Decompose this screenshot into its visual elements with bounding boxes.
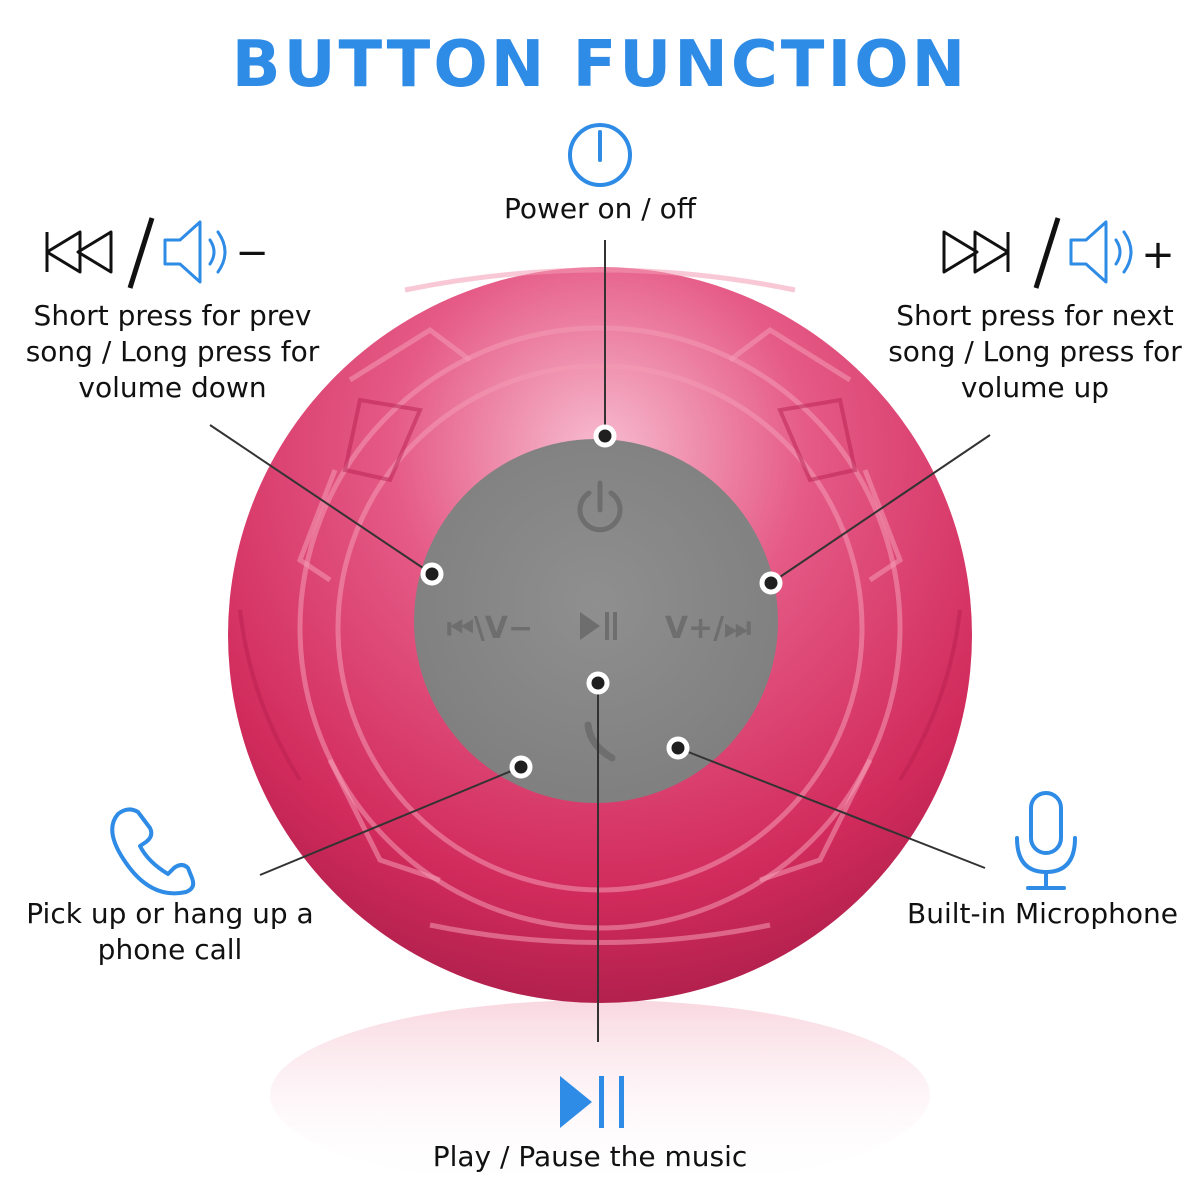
volume-up-icon [1069, 220, 1133, 284]
next-track-icon [942, 230, 1010, 274]
dot-next [759, 571, 783, 595]
dot-power [593, 424, 617, 448]
panel-prev-label: ⏮\V− [447, 611, 533, 646]
connector-lines [209, 240, 991, 1042]
play-label: Play / Pause the music [432, 1140, 748, 1173]
panel-phone-glyph [584, 721, 616, 762]
connector-dots [420, 424, 783, 779]
page-title: BUTTON FUNCTION [231, 28, 969, 102]
panel-power-glyph [577, 480, 623, 533]
prev-track-icon [45, 230, 113, 274]
play-pause-icon [560, 1076, 624, 1128]
next-label: Short press for next song / Long press f… [888, 299, 1182, 404]
panel-next-label: V+/⏭ [665, 611, 751, 646]
slash-divider-left [127, 217, 155, 289]
speaker-ridges [296, 267, 904, 945]
dot-phone [509, 755, 533, 779]
phone-icon [110, 807, 196, 896]
phone-label: Pick up or hang up a phone call [26, 897, 314, 966]
panel-play-glyph [580, 612, 617, 640]
dot-mic [666, 736, 690, 760]
microphone-icon [1015, 791, 1077, 890]
volume-minus-sign: − [235, 230, 269, 276]
mic-label: Built-in Microphone [906, 897, 1178, 930]
dot-play [586, 671, 610, 695]
slash-divider-right [1033, 217, 1061, 289]
power-label: Power on / off [503, 192, 697, 225]
button-panel [414, 439, 778, 803]
volume-down-icon [163, 220, 227, 284]
volume-plus-sign: + [1141, 232, 1175, 278]
prev-label: Short press for prev song / Long press f… [25, 299, 320, 404]
power-icon [568, 123, 632, 187]
dot-prev [420, 562, 444, 586]
